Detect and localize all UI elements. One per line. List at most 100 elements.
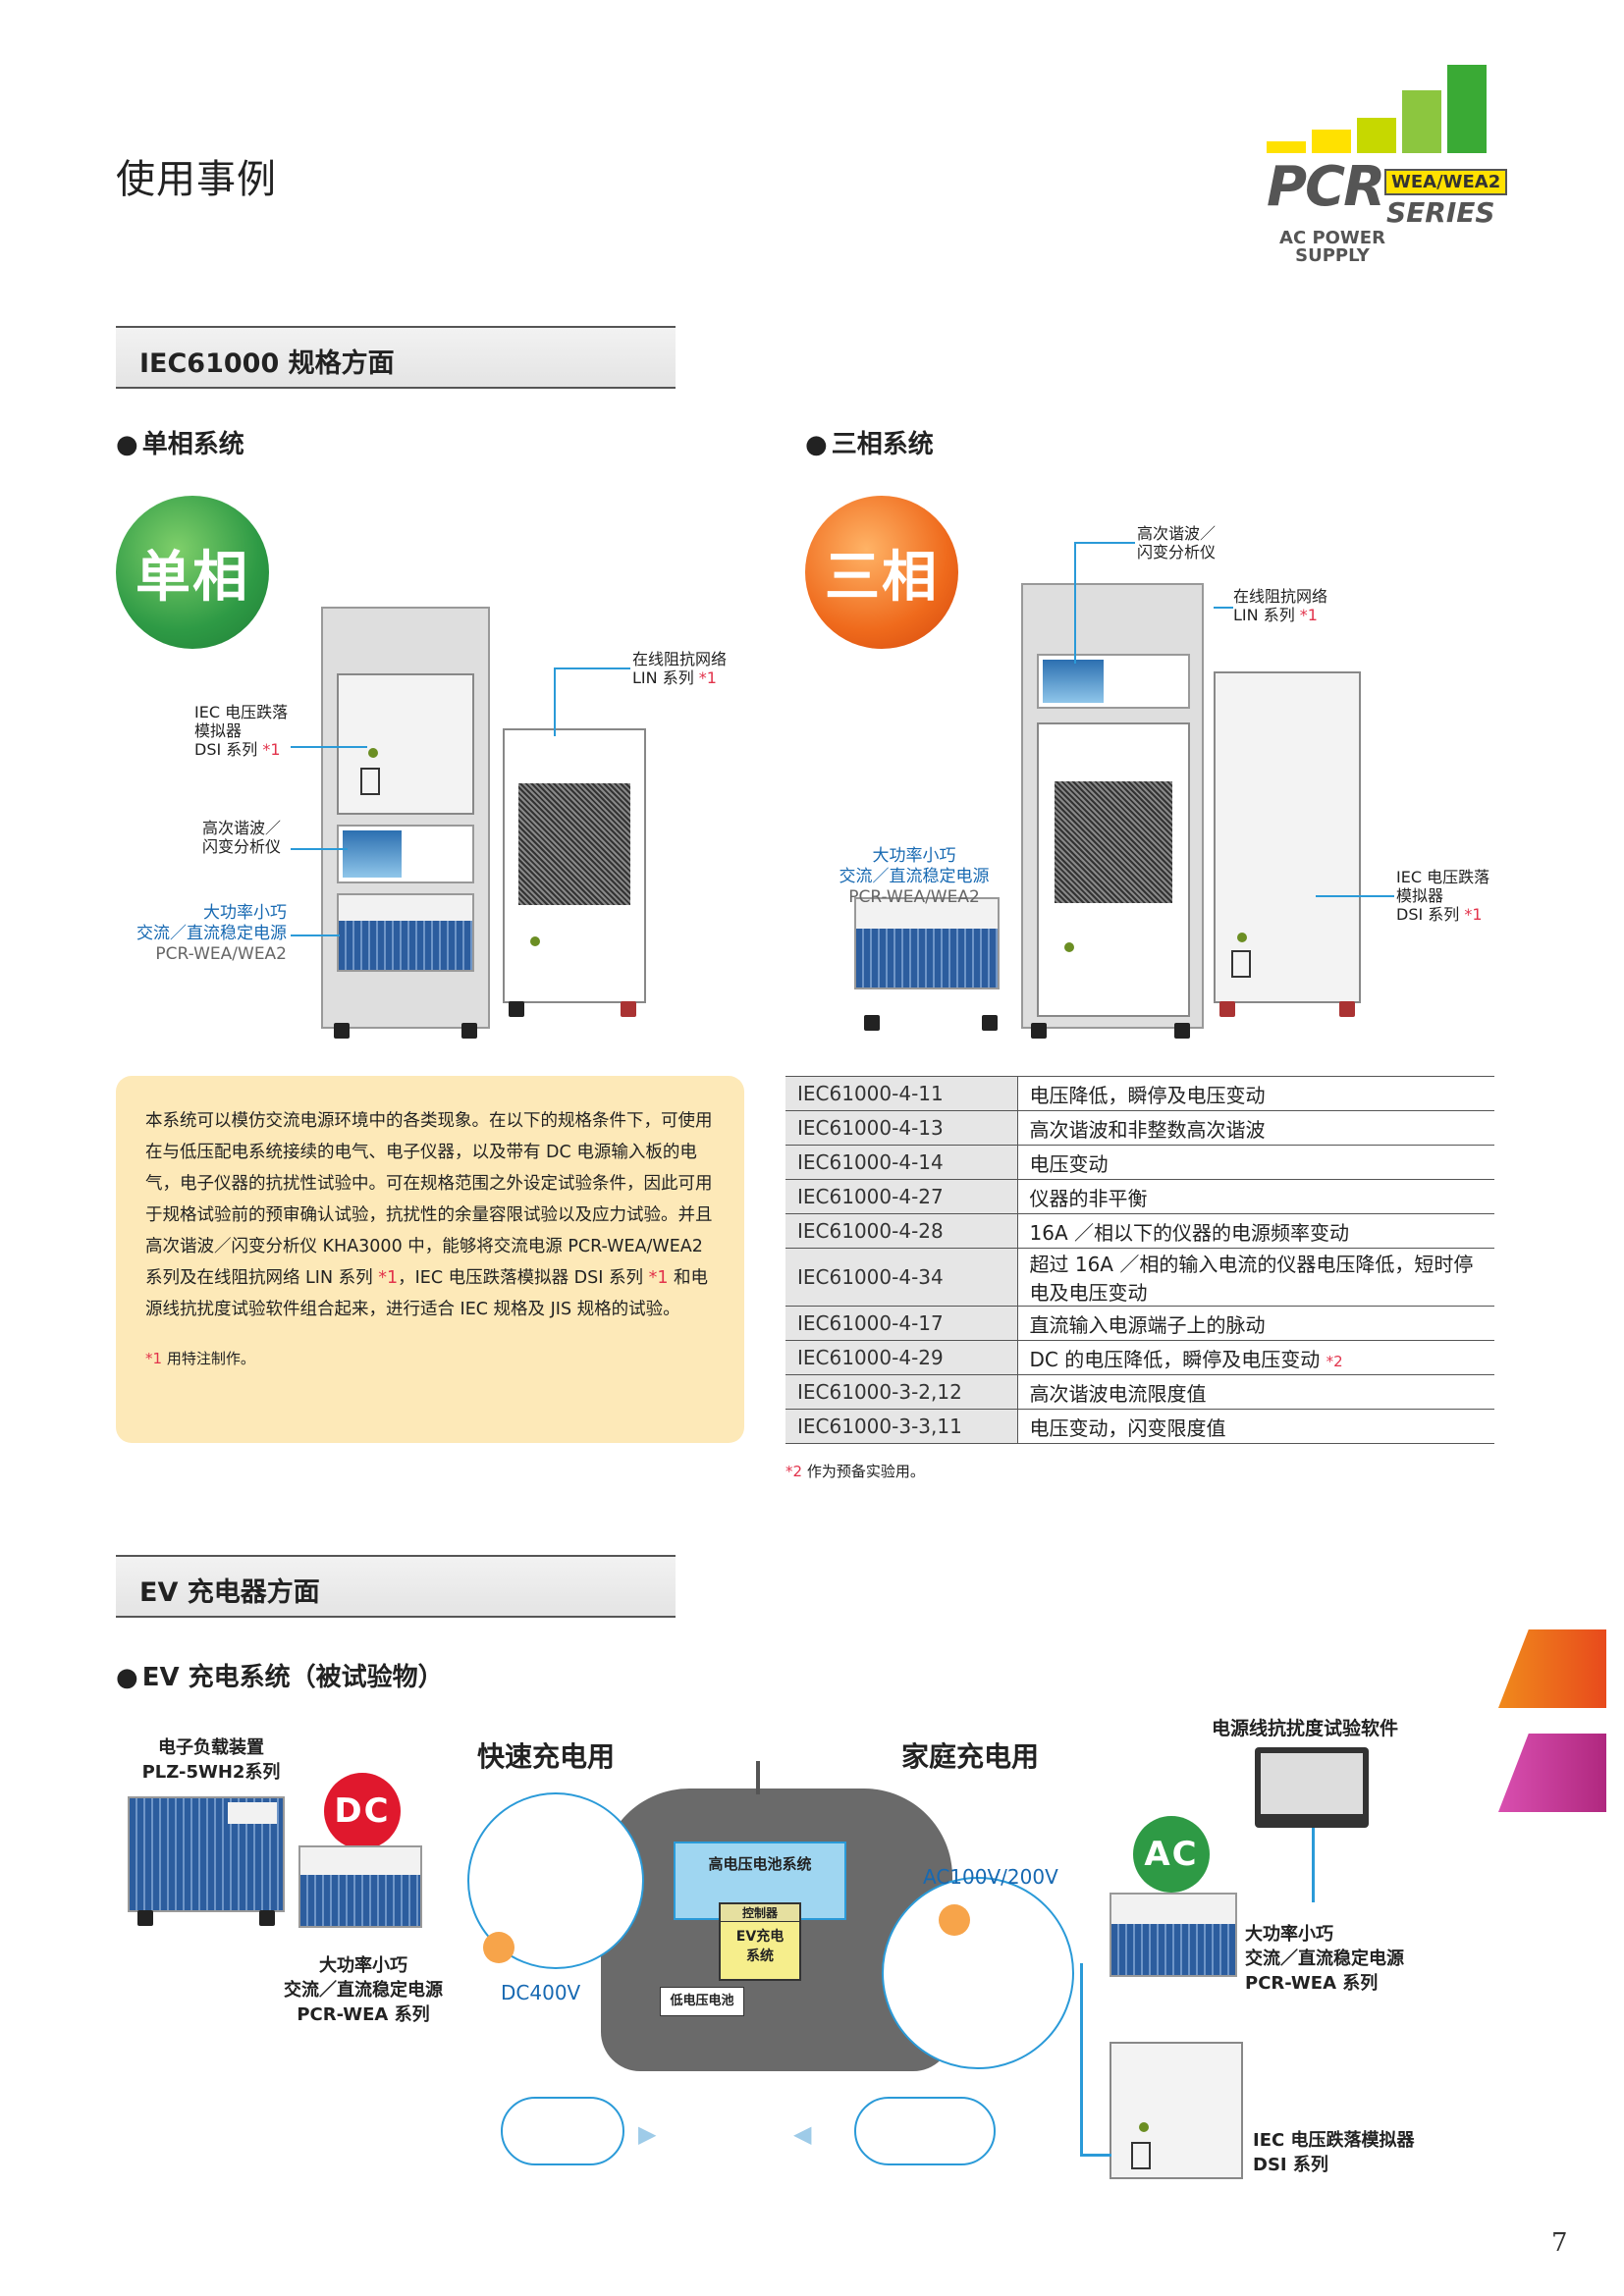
leader-line (1316, 895, 1394, 897)
standard-code: IEC61000-4-27 (785, 1179, 1018, 1214)
page-title: 使用事例 (116, 157, 277, 202)
leader-line (1074, 542, 1076, 664)
logo-series: SERIES (1386, 196, 1495, 229)
leader-line (291, 746, 367, 748)
leader-line (1074, 542, 1135, 544)
three-harmonic-callout: 高次谐波／ 闪变分析仪 (1137, 524, 1217, 561)
pcr-wea-right-label: 大功率小巧 交流／直流稳定电源 PCR-WEA 系列 (1245, 1924, 1404, 1994)
load-label: 电子负载装置 PLZ-5WH2系列 (141, 1737, 281, 1783)
caster-icon (1339, 1001, 1355, 1017)
table-footnote: *2 作为预备实验用。 (785, 1463, 925, 1480)
power-lamp-icon (530, 936, 540, 946)
three-phase-rack (1021, 583, 1204, 1029)
home-charge-label: 家庭充电用 (901, 1740, 1040, 1773)
pcr-unit (337, 893, 474, 972)
standard-description: 高次谐波电流限度值 (1017, 1374, 1494, 1410)
lin-unit (1037, 722, 1190, 1017)
power-switch-icon (360, 768, 380, 795)
dc-badge: DC (324, 1773, 401, 1849)
leader-line (291, 848, 348, 850)
ac-source-icon (939, 1904, 970, 1936)
software-label: 电源线抗扰度试验软件 (1212, 1718, 1399, 1739)
standard-description: 直流输入电源端子上的脉动 (1017, 1306, 1494, 1341)
standard-code: IEC61000-4-28 (785, 1213, 1018, 1249)
single-phase-rack (321, 607, 490, 1029)
ac-connector-zoom (882, 1877, 1074, 2069)
pcr-wea-unit-right (1110, 1893, 1237, 1977)
description-box: 本系统可以模仿交流电源环境中的各类现象。在以下的规格条件下，可使用在与低压配电系… (116, 1076, 744, 1443)
laptop-icon (1255, 1747, 1369, 1828)
ev-system-heading: EV 充电系统（被试验物） (116, 1657, 444, 1693)
dsi-unit-ev (1110, 2042, 1243, 2179)
standard-description: 高次谐波和非整数高次谐波 (1017, 1110, 1494, 1146)
caster-icon (982, 1015, 998, 1031)
dc-waveform-icon (501, 2097, 624, 2165)
ac-badge: AC (1133, 1816, 1210, 1893)
single-dsi-callout: IEC 电压跌落 模拟器 DSI 系列 *1 (194, 703, 289, 759)
dsi-unit-three (1214, 671, 1361, 1003)
analyzer-screen-icon (1043, 660, 1104, 703)
standard-code: IEC61000-3-2,12 (785, 1374, 1018, 1410)
vent-grille-icon (1055, 781, 1172, 903)
dsi-ev-label: IEC 电压跌落模拟器 DSI 系列 (1253, 2130, 1415, 2175)
power-lamp-icon (368, 748, 378, 758)
standard-code: IEC61000-4-13 (785, 1110, 1018, 1146)
three-lin-callout: 在线阻抗网络 LIN 系列 *1 (1233, 587, 1328, 624)
dsi-unit (337, 673, 474, 815)
analyzer-screen-icon (343, 830, 402, 878)
standard-code: IEC61000-4-29 (785, 1340, 1018, 1375)
electronic-load-unit (128, 1796, 285, 1912)
standard-description: 16A ／相以下的仪器的电源频率变动 (1017, 1213, 1494, 1249)
single-pcr-callout: 大功率小巧 交流／直流稳定电源 PCR-WEA/WEA2 (136, 903, 287, 964)
pcr-wea-left-label: 大功率小巧 交流／直流稳定电源 PCR-WEA 系列 (284, 1955, 443, 2025)
caster-icon (334, 1023, 350, 1039)
connection-line (1080, 1963, 1083, 2156)
dc-source-icon (483, 1932, 514, 1963)
section-tab-orange (1498, 1629, 1606, 1708)
lin-unit (503, 728, 646, 1003)
leader-line (554, 667, 630, 669)
standard-description: 仪器的非平衡 (1017, 1179, 1494, 1214)
right-arrow-icon: ▶ (638, 2120, 657, 2148)
caster-icon (864, 1015, 880, 1031)
left-arrow-icon: ◀ (793, 2120, 812, 2148)
vent-grille-icon (518, 783, 630, 905)
lv-battery-box: 低电压电池 (660, 1987, 744, 2016)
standard-description: 电压变动 (1017, 1145, 1494, 1180)
power-switch-icon (1231, 950, 1251, 978)
section-heading-iec: IEC61000 规格方面 (116, 326, 676, 389)
standard-code: IEC61000-4-14 (785, 1145, 1018, 1180)
standard-code: IEC61000-4-17 (785, 1306, 1018, 1341)
standard-description: 电压变动，闪变限度值 (1017, 1409, 1494, 1444)
section-heading-ev: EV 充电器方面 (116, 1555, 676, 1618)
ac-voltage-label: AC100V/200V (923, 1865, 1058, 1889)
three-phase-heading: 三相系统 (805, 424, 934, 460)
power-lamp-icon (1064, 942, 1074, 952)
power-switch-icon (1131, 2142, 1151, 2169)
connection-line (1080, 2154, 1111, 2157)
standard-description: 超过 16A ／相的输入电流的仪器电压降低，短时停电及电压变动 (1017, 1248, 1494, 1307)
caster-icon (1174, 1023, 1190, 1039)
harmonic-analyzer-unit (1037, 654, 1190, 709)
single-phase-badge: 单相 (116, 496, 269, 649)
leader-line (554, 667, 556, 736)
antenna-icon (756, 1761, 760, 1794)
ev-charge-system-box: 控制器 EV充电 系统 (719, 1902, 801, 1981)
connection-line (1312, 1828, 1315, 1902)
page-number: 7 (1551, 2228, 1568, 2258)
standard-description: 电压降低，瞬停及电压变动 (1017, 1076, 1494, 1111)
caster-icon (621, 1001, 636, 1017)
caster-icon (137, 1910, 153, 1926)
three-pcr-callout: 大功率小巧 交流／直流稳定电源 PCR-WEA/WEA2 (839, 846, 990, 907)
description-text: 本系统可以模仿交流电源环境中的各类现象。在以下的规格条件下，可使用在与低压配电系… (145, 1111, 713, 1319)
caster-icon (259, 1910, 275, 1926)
